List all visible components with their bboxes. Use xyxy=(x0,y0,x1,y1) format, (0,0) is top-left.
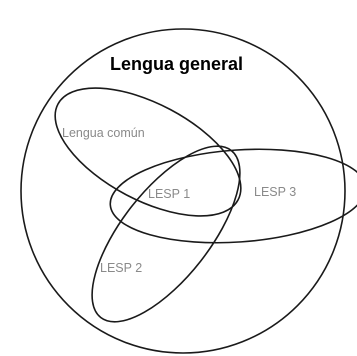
outer-circle-general-language xyxy=(20,28,346,354)
ellipse-lesp3 xyxy=(109,148,357,244)
label-lesp2: LESP 2 xyxy=(100,261,142,275)
ellipse-common-language xyxy=(54,87,242,217)
diagram-title: Lengua general xyxy=(110,54,243,74)
ellipse-lesp2 xyxy=(91,145,241,323)
label-lesp1: LESP 1 xyxy=(148,187,190,201)
label-lesp3: LESP 3 xyxy=(254,185,296,199)
label-common-language: Lengua común xyxy=(62,126,145,140)
